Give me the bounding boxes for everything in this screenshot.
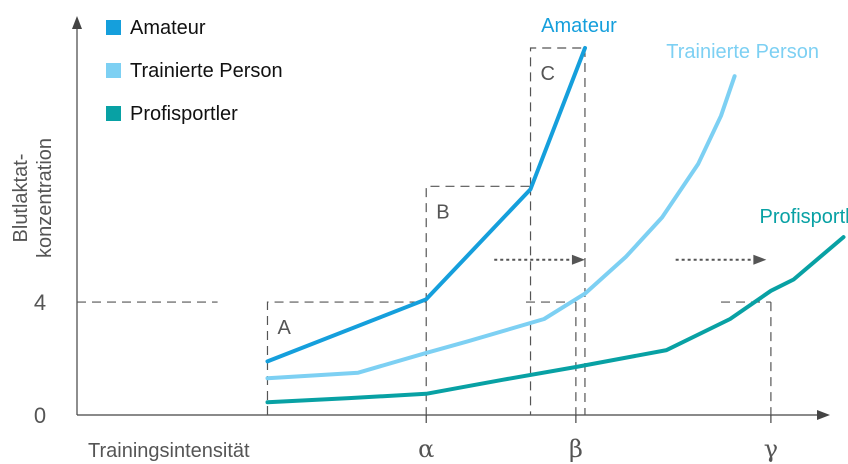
series-line-trainierte-person bbox=[265, 74, 737, 381]
y-axis-arrow bbox=[72, 16, 82, 29]
legend-label-profisportler: Profisportler bbox=[130, 103, 238, 125]
x-tick-label-2: β bbox=[569, 435, 583, 463]
y-tick-label-0: 0 bbox=[34, 403, 46, 428]
series-layer bbox=[265, 46, 846, 405]
y-axis-label: Blutlaktat-konzentration bbox=[10, 138, 56, 258]
series-end-label-amateur: Amateur bbox=[541, 15, 617, 37]
y-tick-label-4: 4 bbox=[34, 290, 46, 315]
shift-arrow-head-1 bbox=[571, 254, 585, 265]
x-tick-label-3: γ bbox=[764, 435, 778, 463]
series-line-profisportler bbox=[265, 235, 846, 405]
x-tick-label-1: α bbox=[418, 435, 434, 463]
zone-box-b bbox=[425, 185, 531, 303]
y-axis-label-line-2: konzentration bbox=[34, 138, 56, 258]
legend-swatch-trainierte-person bbox=[106, 63, 121, 78]
zone-label-a: A bbox=[277, 317, 291, 339]
legend-swatch-amateur bbox=[106, 20, 121, 35]
legend-swatch-profisportler bbox=[106, 106, 121, 121]
zone-label-c: C bbox=[541, 63, 555, 85]
series-end-label-profisportler: Profisportler bbox=[760, 206, 848, 228]
zone-label-b: B bbox=[436, 201, 449, 223]
x-axis-arrow bbox=[817, 410, 830, 420]
zone-box-c bbox=[529, 47, 585, 187]
series-end-label-trainierte-person: Trainierte Person bbox=[666, 41, 819, 63]
shift-arrow-head-2 bbox=[753, 254, 767, 265]
series-line-amateur bbox=[265, 46, 587, 364]
legend-label-trainierte-person: Trainierte Person bbox=[130, 60, 283, 82]
legend-label-amateur: Amateur bbox=[130, 17, 206, 39]
x-axis-label: Trainingsintensität bbox=[88, 440, 250, 462]
y-axis-label-line-1: Blutlaktat- bbox=[10, 154, 32, 243]
